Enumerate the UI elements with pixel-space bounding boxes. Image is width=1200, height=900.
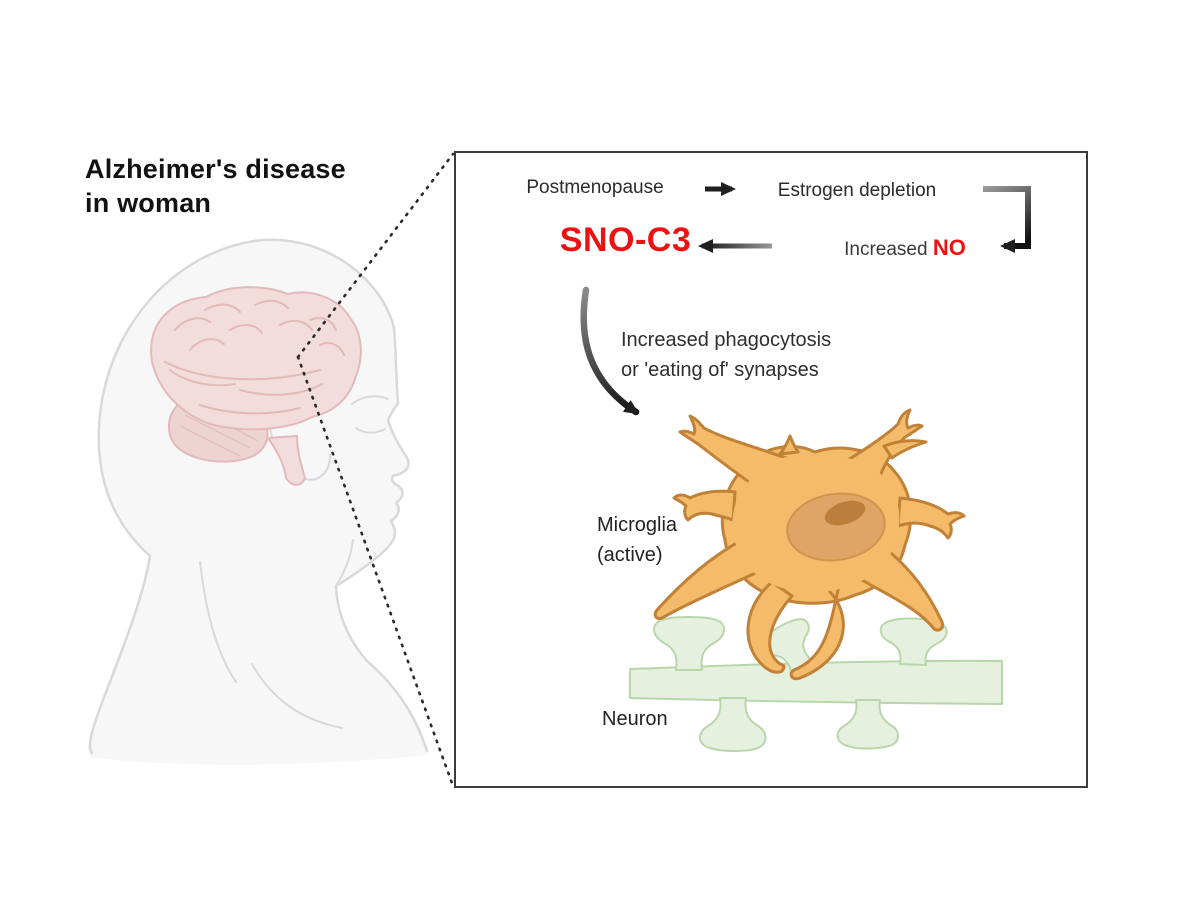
microglia-arm-lower-left xyxy=(653,538,764,620)
page-title: Alzheimer's disease in woman xyxy=(85,152,346,220)
spine-up-1 xyxy=(653,616,725,671)
phagocytosis-line-1: Increased phagocytosis xyxy=(621,329,832,351)
microglia-arm-lower-right xyxy=(860,546,944,632)
callout-line-bottom xyxy=(296,355,455,788)
label-estrogen-depletion: Estrogen depletion xyxy=(777,180,937,201)
microglia-illustration xyxy=(653,408,966,681)
callout-line-top xyxy=(296,152,455,359)
head-outline xyxy=(88,238,429,755)
panel-artwork xyxy=(580,182,1031,752)
brain-illustration xyxy=(150,286,362,486)
microglia-arm-left xyxy=(672,489,737,522)
label-increased-no: Increased NO xyxy=(805,235,1005,261)
phagocytosis-line-2: or 'eating of' synapses xyxy=(621,359,819,381)
jaw-line xyxy=(335,539,354,587)
spine-down-1 xyxy=(699,697,767,752)
cerebrum xyxy=(150,286,362,431)
microglia-branch-right xyxy=(882,439,928,460)
label-neuron: Neuron xyxy=(602,708,668,730)
cerebellum-hatching xyxy=(179,402,265,457)
dotted-callout-lines xyxy=(296,152,455,788)
elbow-arrow-down-left-icon xyxy=(983,186,1031,253)
microglia-arm-top-nub xyxy=(778,434,800,456)
title-line-2: in woman xyxy=(85,188,212,218)
chest-line xyxy=(251,663,343,729)
increased-text: Increased xyxy=(844,239,928,260)
microglia-arm-loop-right xyxy=(789,570,845,681)
eyebrow-line xyxy=(351,395,389,405)
curved-arrow-down-icon xyxy=(580,286,640,416)
closed-eye-line xyxy=(355,427,386,434)
brain-gyri-lines xyxy=(164,299,345,415)
spine-up-2 xyxy=(879,617,948,666)
neck-back-line xyxy=(199,561,237,683)
microglia-line-2: (active) xyxy=(597,544,663,566)
label-microglia: Microglia (active) xyxy=(597,510,677,570)
spine-down-2 xyxy=(836,699,899,750)
microglia-line-1: Microglia xyxy=(597,514,678,536)
label-phagocytosis: Increased phagocytosis or 'eating of' sy… xyxy=(621,325,831,385)
title-line-1: Alzheimer's disease xyxy=(85,154,346,184)
no-text: NO xyxy=(932,235,966,260)
brainstem xyxy=(266,434,307,486)
label-postmenopause: Postmenopause xyxy=(526,177,664,198)
label-sno-c3: SNO-C3 xyxy=(559,221,692,259)
microglia-nucleolus xyxy=(824,500,866,526)
microglia-arm-right xyxy=(896,496,966,540)
microglia-arm-loop-left xyxy=(746,580,794,674)
neuron-illustration xyxy=(629,616,1003,752)
diagram-panel xyxy=(454,151,1088,788)
